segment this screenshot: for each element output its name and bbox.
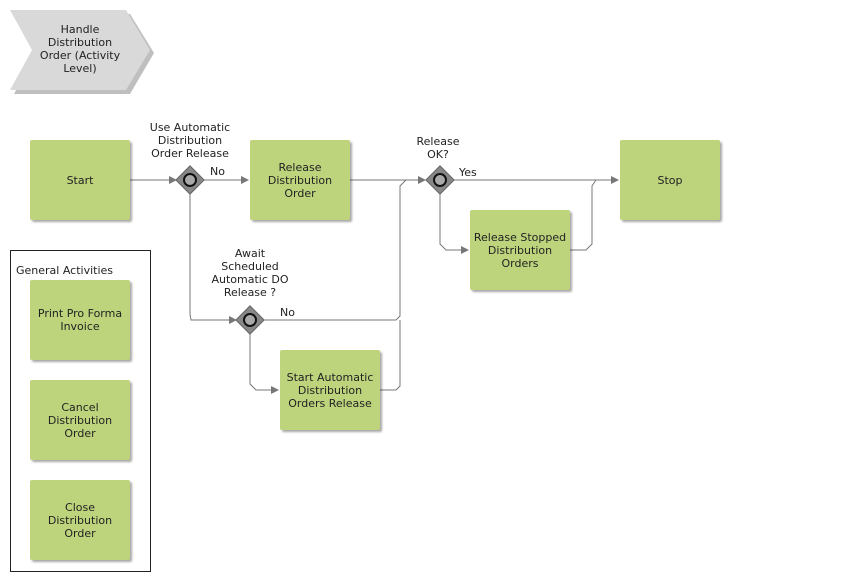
flow-release-ok-to-release-stopped [439,194,469,254]
diagram-title: Handle Distribution Order (Activity Leve… [39,23,121,75]
task-release-stopped-distribution-orders[interactable]: Release Stopped Distribution Orders [470,210,570,290]
task-print-pro-forma-invoice[interactable]: Print Pro Forma Invoice [30,280,130,360]
task-start-automatic-distribution-orders-release[interactable]: Start Automatic Distribution Orders Rele… [280,350,380,430]
task-start[interactable]: Start [30,140,130,220]
task-close-distribution-order[interactable]: Close Distribution Order [30,480,130,560]
gateway-label-use-automatic: Use Automatic Distribution Order Release [149,121,231,160]
flow-label-no-1: No [210,165,225,178]
flow-start-automatic-to-merge [380,320,401,391]
general-activities-group [10,250,151,572]
flow-gateway-down-to-await [189,194,237,324]
diagram-title-banner [10,10,154,94]
task-release-distribution-order[interactable]: Release Distribution Order [250,140,350,220]
flow-await-to-start-automatic [249,334,279,394]
task-cancel-distribution-order[interactable]: Cancel Distribution Order [30,380,130,460]
gateway-use-automatic[interactable] [175,165,205,195]
sequence-flows [130,176,619,394]
flow-release-stopped-to-stop [570,179,597,251]
task-stop[interactable]: Stop [620,140,720,220]
gateway-await-scheduled[interactable] [235,305,265,335]
general-activities-title: General Activities [16,264,114,277]
flow-await-no-to-merge [264,179,407,321]
gateway-release-ok[interactable] [425,165,455,195]
flow-label-no-2: No [280,306,295,319]
gateway-label-await-scheduled: Await Scheduled Automatic DO Release ? [211,247,289,299]
flow-label-yes: Yes [459,166,477,179]
gateway-label-release-ok: Release OK? [416,135,460,161]
